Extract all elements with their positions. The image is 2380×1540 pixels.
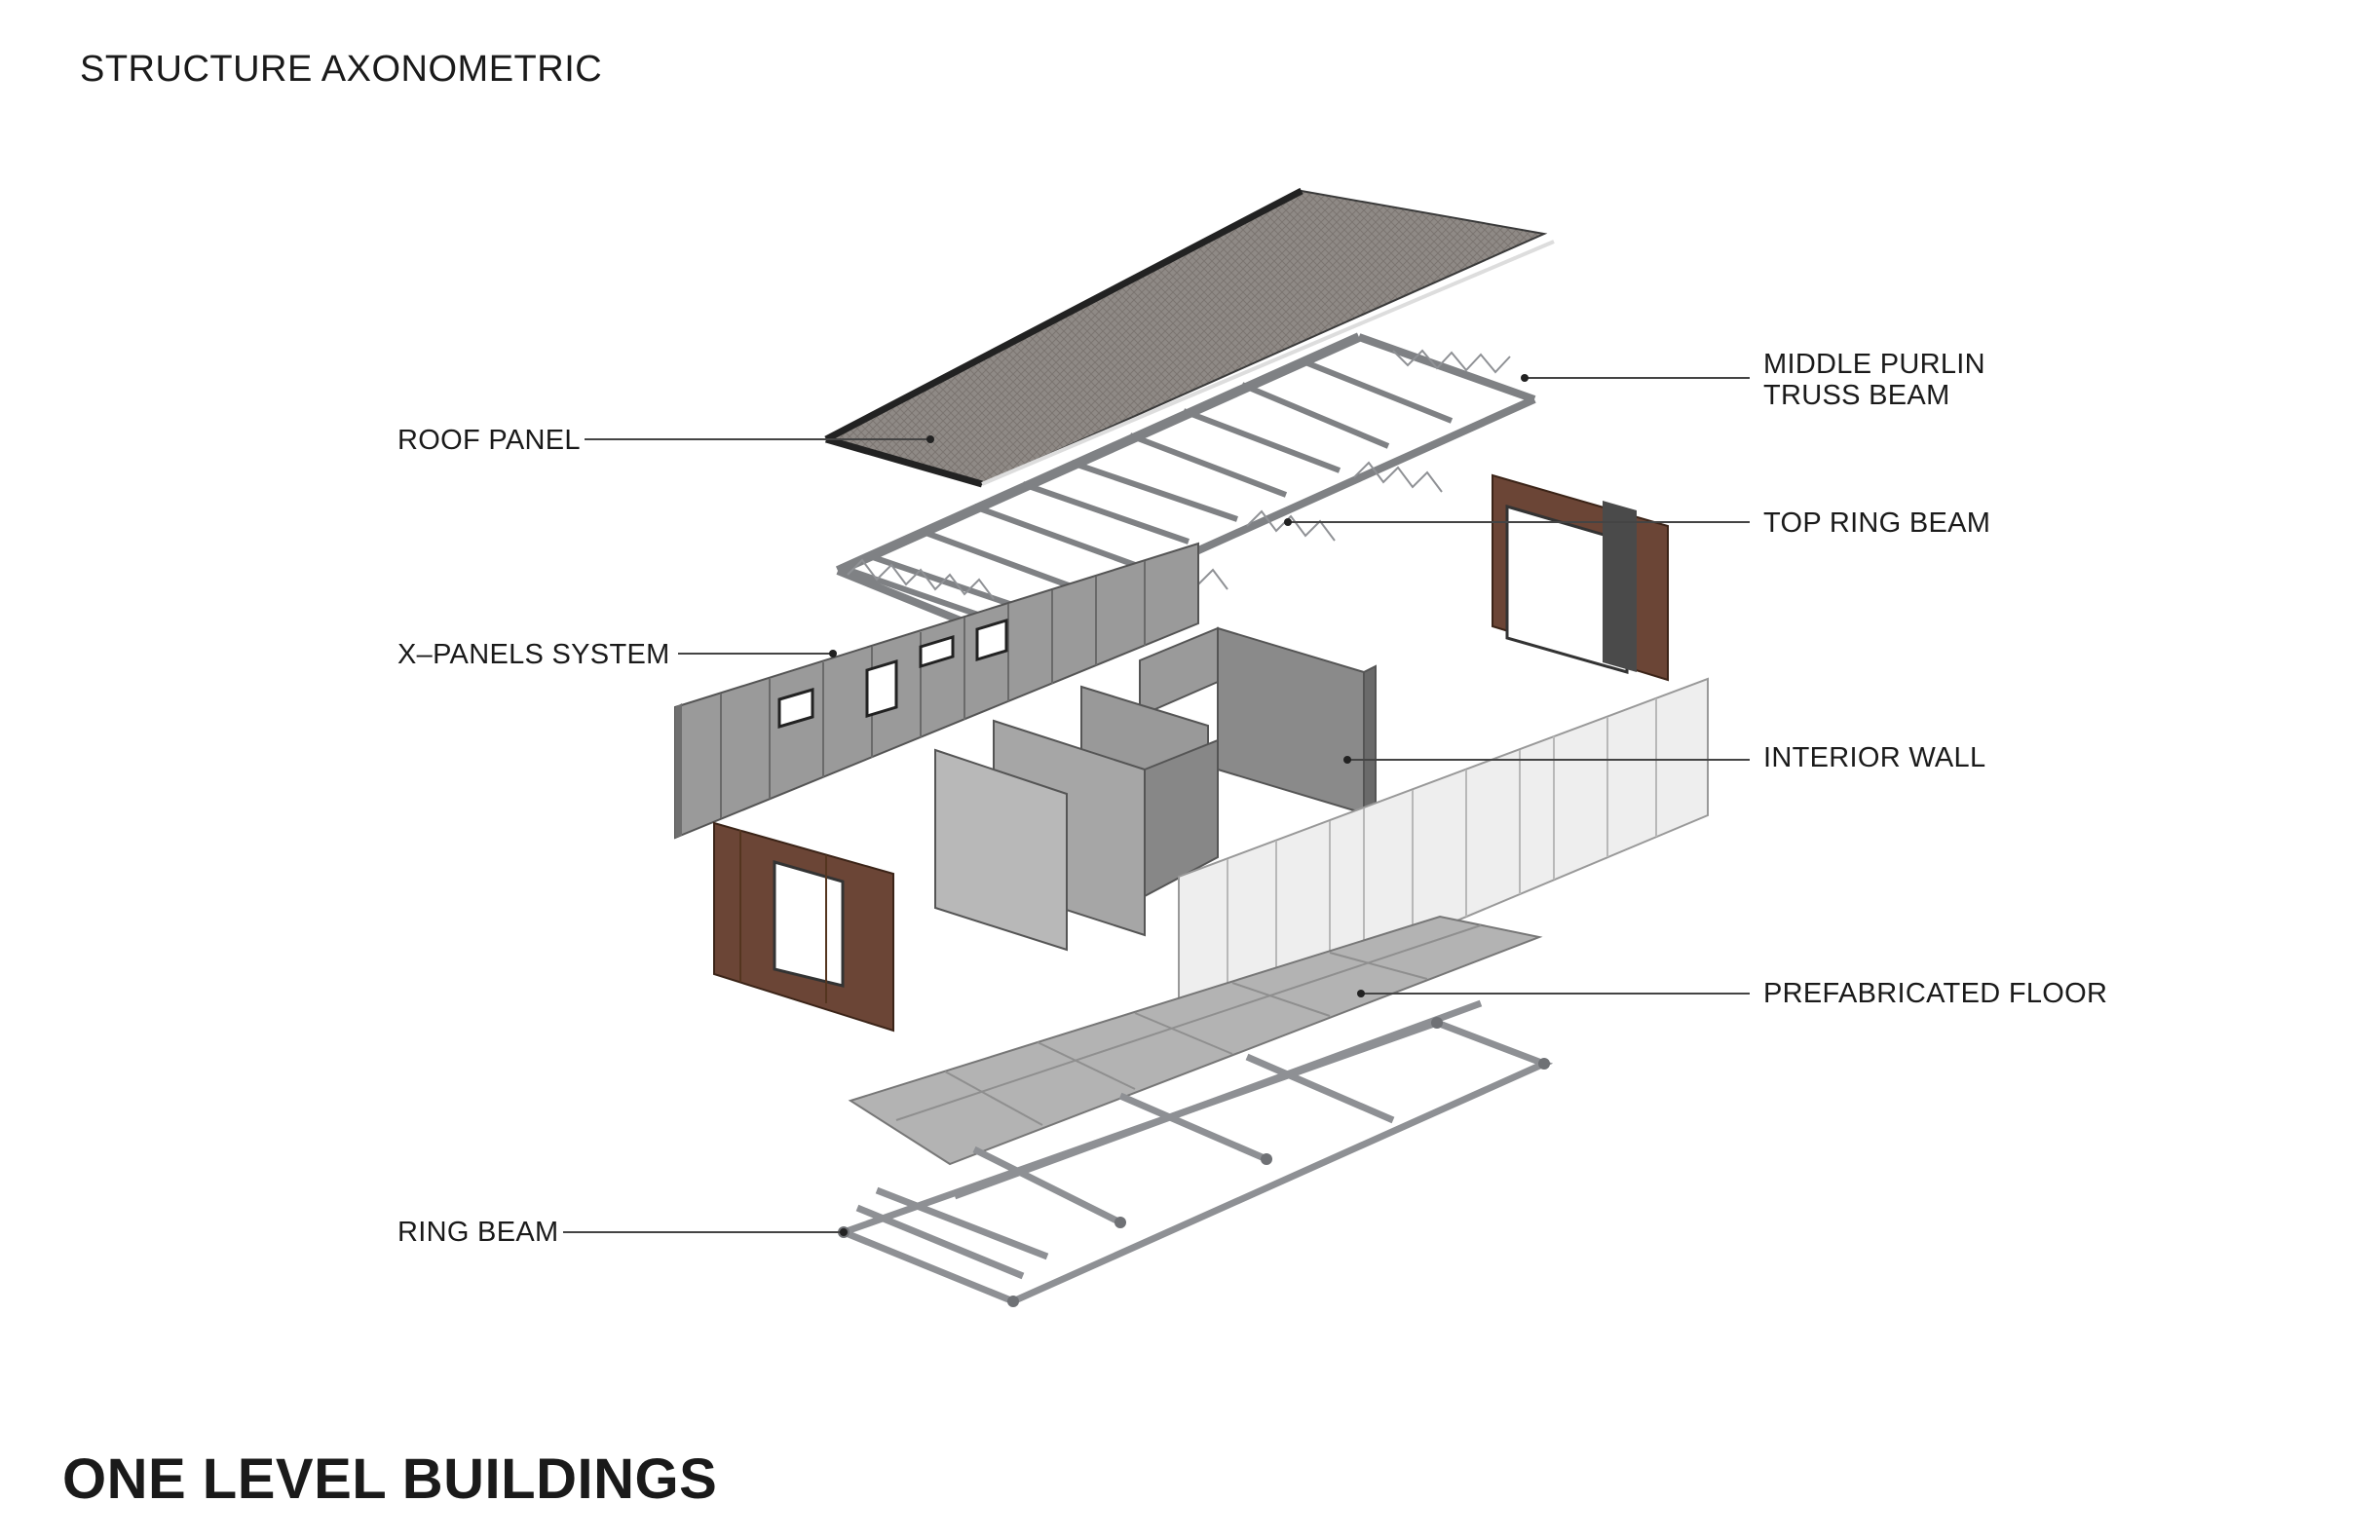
label-x-panels-system: X–PANELS SYSTEM bbox=[397, 639, 670, 670]
label-prefabricated-floor: PREFABRICATED FLOOR bbox=[1763, 978, 2108, 1009]
interior-walls bbox=[934, 626, 1377, 952]
truss-beams bbox=[835, 332, 1536, 642]
ring-beam bbox=[842, 999, 1554, 1305]
label-top-ring-beam: TOP RING BEAM bbox=[1763, 507, 1991, 539]
label-middle-purlin: MIDDLE PURLIN bbox=[1763, 349, 1985, 380]
wood-panel-back bbox=[1492, 473, 1669, 682]
section-title: ONE LEVEL BUILDINGS bbox=[62, 1447, 718, 1511]
prefabricated-floor bbox=[848, 915, 1543, 1166]
label-truss-beam: TRUSS BEAM bbox=[1763, 380, 1950, 411]
label-ring-beam: RING BEAM bbox=[397, 1217, 559, 1248]
label-interior-wall: INTERIOR WALL bbox=[1763, 742, 1986, 773]
diagram-title: STRUCTURE AXONOMETRIC bbox=[80, 49, 603, 90]
label-roof-panel: ROOF PANEL bbox=[397, 425, 581, 456]
leader-dots bbox=[829, 374, 1529, 1236]
roof-panel bbox=[823, 187, 1555, 488]
leader-lines bbox=[563, 377, 1750, 1233]
wood-panel-front bbox=[713, 821, 894, 1033]
x-panels-wall bbox=[674, 542, 1199, 840]
